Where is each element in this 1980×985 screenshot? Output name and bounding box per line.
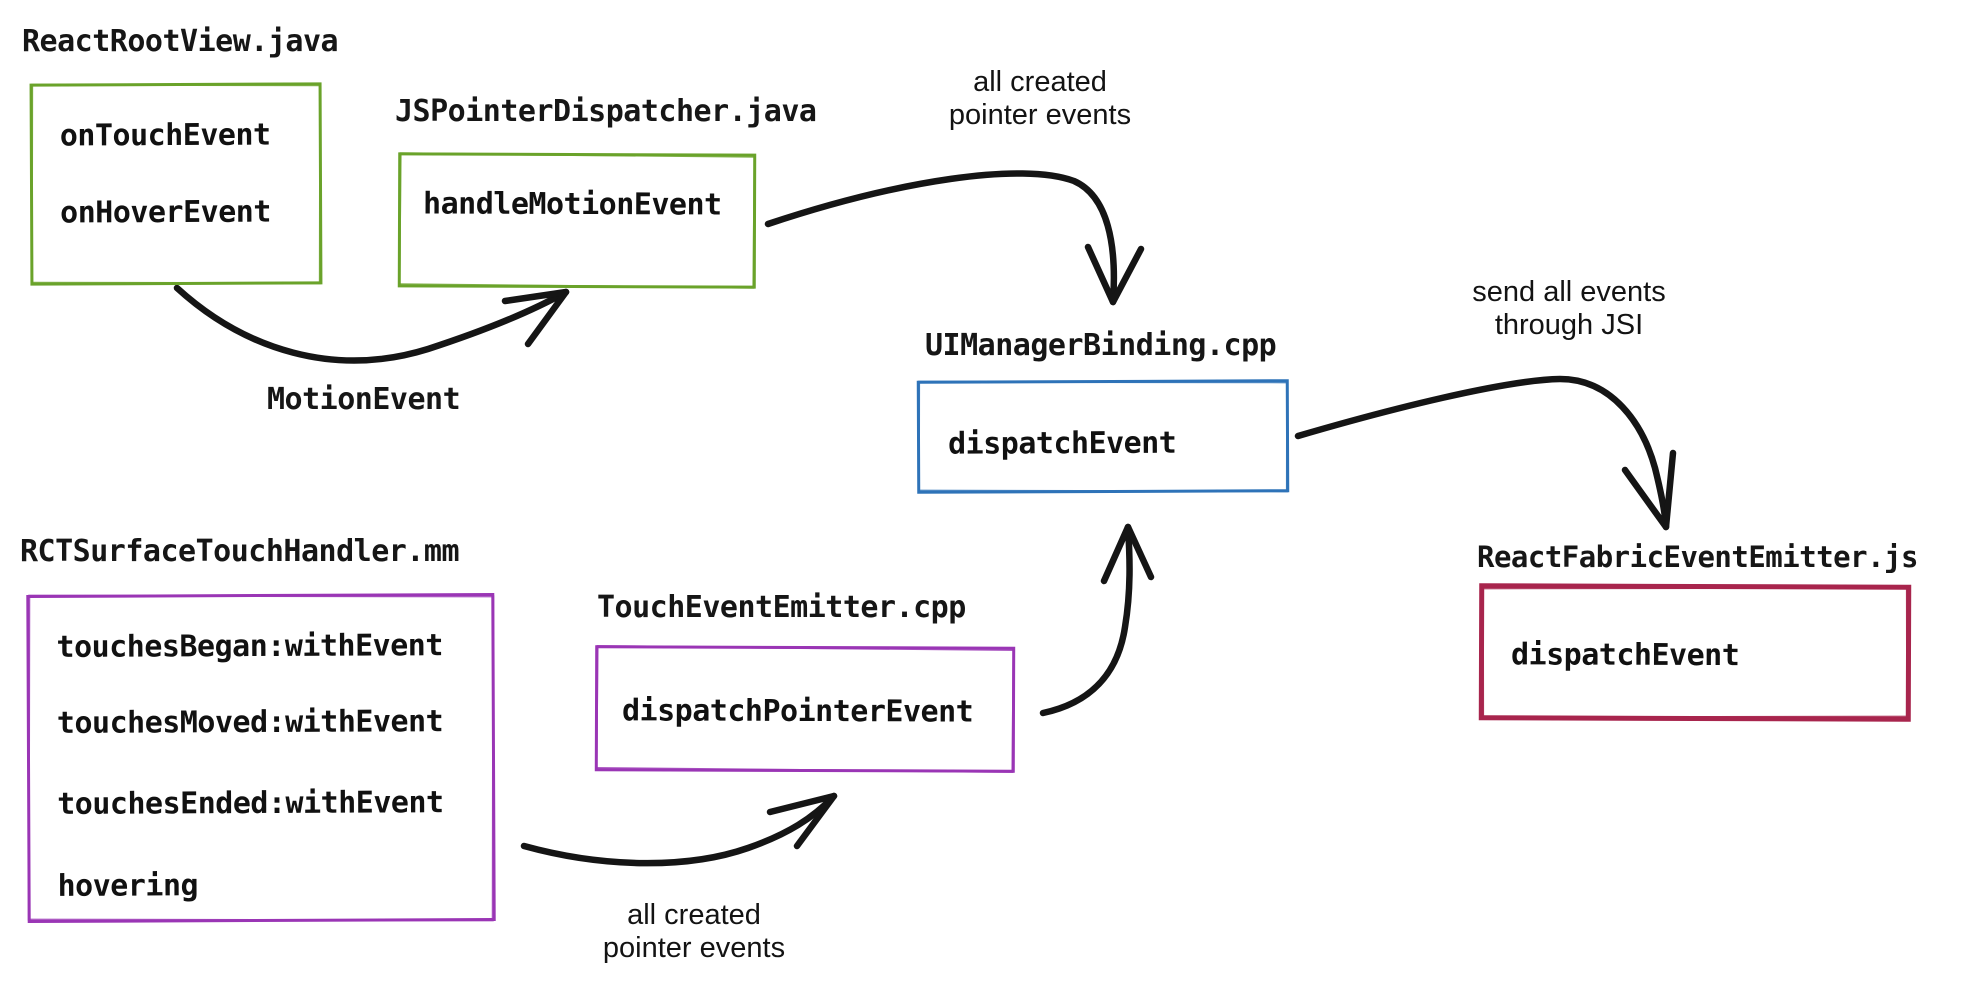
node-rctsurfacetouchhandler: touchesBegan:withEvent touchesMoved:with…	[26, 592, 496, 924]
edge-label-line: pointer events	[948, 99, 1132, 131]
method-dispatchpointerevent: dispatchPointerEvent	[621, 693, 974, 730]
file-label-reactfabriceventemitter: ReactFabricEventEmitter.js	[1477, 540, 1918, 574]
arrow-android-pointer-events	[764, 170, 1145, 306]
arrow-ios-pointer-events	[520, 792, 838, 867]
method-dispatchevent-binding: dispatchEvent	[947, 425, 1177, 462]
edge-label-line: all created	[627, 899, 761, 931]
arrow-touchemitter-to-binding	[1039, 523, 1155, 717]
edge-label-motionevent: MotionEvent	[267, 382, 461, 417]
file-label-uimanagerbinding: UIManagerBinding.cpp	[925, 328, 1277, 363]
node-reactrootview: onTouchEvent onHoverEvent	[29, 82, 323, 286]
method-touchesended: touchesEnded:withEvent	[57, 785, 444, 822]
file-label-rctsurfacetouchhandler: RCTSurfaceTouchHandler.mm	[20, 534, 460, 569]
node-jspointerdispatcher: handleMotionEvent	[397, 152, 757, 289]
arrow-jsi	[1294, 375, 1677, 531]
file-label-jspointerdispatcher: JSPointerDispatcher.java	[395, 94, 817, 129]
file-label-reactrootview: ReactRootView.java	[22, 24, 339, 59]
edge-label-ios-pointer-events: all created pointer events	[544, 899, 844, 965]
edge-label-jsi: send all events through JSI	[1419, 276, 1719, 342]
method-onhoverevent: onHoverEvent	[60, 194, 271, 231]
node-uimanagerbinding: dispatchEvent	[916, 379, 1290, 494]
arrowhead	[1621, 449, 1677, 531]
method-ontouchevent: onTouchEvent	[59, 117, 271, 154]
arrowhead	[1100, 523, 1155, 585]
method-touchesbegan: touchesBegan:withEvent	[56, 628, 443, 665]
arrowhead	[501, 288, 570, 348]
edge-label-line: all created	[973, 66, 1107, 98]
edge-label-line: through JSI	[1494, 309, 1644, 341]
arrow-motionevent	[173, 284, 570, 364]
method-handlemotionevent: handleMotionEvent	[422, 186, 722, 223]
method-touchesmoved: touchesMoved:withEvent	[56, 704, 444, 741]
edge-label-line: send all events	[1472, 276, 1666, 308]
file-label-toucheventemitter: TouchEventEmitter.cpp	[597, 590, 966, 625]
method-hovering: hovering	[57, 868, 199, 904]
arrowhead	[766, 792, 838, 850]
edge-label-line: pointer events	[602, 932, 786, 964]
method-dispatchevent-emitter: dispatchEvent	[1510, 637, 1740, 674]
edge-label-android-pointer-events: all created pointer events	[890, 66, 1190, 132]
arrowhead	[1084, 243, 1145, 306]
node-reactfabriceventemitter: dispatchEvent	[1478, 583, 1912, 722]
node-toucheventemitter: dispatchPointerEvent	[594, 645, 1016, 773]
